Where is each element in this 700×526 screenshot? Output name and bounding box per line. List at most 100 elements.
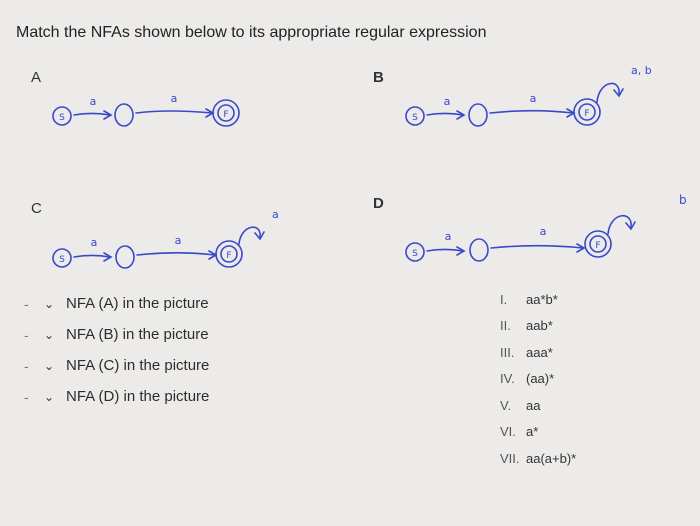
match-label: NFA (C) in the picture xyxy=(66,357,210,374)
nfa-diagram-d: S F a a b xyxy=(405,193,687,262)
option-number: VII. xyxy=(500,450,520,466)
match-dropdown-a[interactable]: - ⌄ NFA (A) in the picture xyxy=(24,288,209,319)
option-number: II. xyxy=(500,318,511,334)
regex-option: II. aab* xyxy=(500,313,576,340)
final-state-inner xyxy=(578,103,596,121)
nfa-diagram-c: S F a a a xyxy=(52,208,279,269)
diagram-letter-a: A xyxy=(31,69,42,86)
regex-option: V. aa xyxy=(500,392,576,419)
diagram-letter-d: D xyxy=(373,195,384,212)
arrow-head xyxy=(456,110,466,120)
match-label: NFA (B) in the picture xyxy=(66,326,209,343)
chevron-down-icon[interactable]: ⌄ xyxy=(44,296,55,311)
nfa-diagram-b: S F a a a, b xyxy=(405,64,652,127)
edge-label: a xyxy=(444,95,451,108)
start-state xyxy=(405,242,425,262)
arrow-head xyxy=(576,243,586,253)
start-state-label: S xyxy=(412,249,418,259)
transition-arrow xyxy=(426,248,464,252)
edge-label: a xyxy=(540,225,547,238)
answer-placeholder-dash: - xyxy=(24,357,29,374)
option-expression: (aa)* xyxy=(526,371,555,387)
regex-option: VI. a* xyxy=(500,419,576,446)
middle-state xyxy=(114,103,134,127)
middle-state xyxy=(469,238,489,262)
arrow-head xyxy=(103,252,113,262)
match-label: NFA (D) in the picture xyxy=(66,388,210,405)
final-state-outer xyxy=(584,230,612,258)
question-title: Match the NFAs shown below to its approp… xyxy=(16,24,487,41)
self-loop xyxy=(596,82,620,103)
transition-arrow xyxy=(136,251,216,256)
answer-placeholder-dash: - xyxy=(24,295,29,312)
edge-label: a xyxy=(91,236,98,249)
match-dropdown-b[interactable]: - ⌄ NFA (B) in the picture xyxy=(24,319,209,350)
transition-arrow xyxy=(135,110,213,114)
final-state-outer xyxy=(212,99,240,127)
edge-label: a xyxy=(175,234,182,247)
transition-arrow xyxy=(490,244,584,249)
option-number: I. xyxy=(500,291,508,307)
option-expression: aaa* xyxy=(526,344,553,360)
answer-placeholder-dash: - xyxy=(24,326,29,343)
match-dropdown-d[interactable]: - ⌄ NFA (D) in the picture xyxy=(24,381,209,412)
final-state-inner xyxy=(589,235,607,253)
self-loop xyxy=(607,215,632,235)
diagram-letter-b: B xyxy=(373,69,384,86)
regex-option: VII. aa(a+b)* xyxy=(500,445,576,472)
edge-label: a xyxy=(171,92,178,105)
start-state-label: S xyxy=(59,255,65,265)
match-dropdown-c[interactable]: - ⌄ NFA (C) in the picture xyxy=(24,350,209,381)
middle-state xyxy=(468,103,488,127)
arrow-head xyxy=(613,88,624,98)
final-state-label: F xyxy=(223,110,228,120)
transition-arrow xyxy=(489,109,574,114)
chevron-down-icon[interactable]: ⌄ xyxy=(44,327,55,342)
final-state-label: F xyxy=(226,251,231,261)
loop-label: b xyxy=(679,193,687,207)
final-state-label: F xyxy=(584,109,589,119)
regex-option: IV. (aa)* xyxy=(500,366,576,393)
option-number: III. xyxy=(500,344,515,360)
regex-options-list: I. aa*b* II. aab* III. aaa* IV. (aa)* V. aa V… xyxy=(500,286,576,472)
arrow-head xyxy=(625,221,636,231)
edge-label: a xyxy=(90,95,97,108)
option-expression: aa*b* xyxy=(526,291,558,307)
arrow-head xyxy=(456,246,466,256)
final-state-outer xyxy=(573,98,601,126)
regex-option: I. aa*b* xyxy=(500,286,576,313)
loop-label: a, b xyxy=(631,64,652,77)
chevron-down-icon[interactable]: ⌄ xyxy=(44,358,55,373)
option-expression: a* xyxy=(526,424,539,440)
start-state xyxy=(52,106,72,126)
option-number: V. xyxy=(500,397,512,413)
final-state-inner xyxy=(217,104,235,122)
loop-label: a xyxy=(272,208,279,221)
option-expression: aa xyxy=(526,397,541,413)
chevron-down-icon[interactable]: ⌄ xyxy=(44,389,55,404)
answer-placeholder-dash: - xyxy=(24,388,29,405)
match-label: NFA (A) in the picture xyxy=(66,295,209,312)
middle-state xyxy=(115,245,135,269)
start-state xyxy=(405,106,425,126)
arrow-head xyxy=(103,110,113,120)
option-number: VI. xyxy=(500,424,516,440)
nfa-diagram-a: S F a a xyxy=(52,92,240,127)
transition-arrow xyxy=(73,254,111,258)
start-state xyxy=(52,248,72,268)
final-state-label: F xyxy=(595,241,600,251)
arrow-head xyxy=(254,231,265,241)
self-loop xyxy=(238,226,261,245)
option-number: IV. xyxy=(500,371,515,387)
match-dropdown-list: - ⌄ NFA (A) in the picture - ⌄ NFA (B) i… xyxy=(24,288,209,412)
diagram-letter-c: C xyxy=(31,200,42,217)
transition-arrow xyxy=(73,112,111,116)
option-expression: aab* xyxy=(526,318,553,334)
transition-arrow xyxy=(426,112,464,116)
final-state-inner xyxy=(220,245,238,263)
edge-label: a xyxy=(530,92,537,105)
option-expression: aa(a+b)* xyxy=(526,450,577,466)
edge-label: a xyxy=(445,230,452,243)
start-state-label: S xyxy=(59,113,65,123)
